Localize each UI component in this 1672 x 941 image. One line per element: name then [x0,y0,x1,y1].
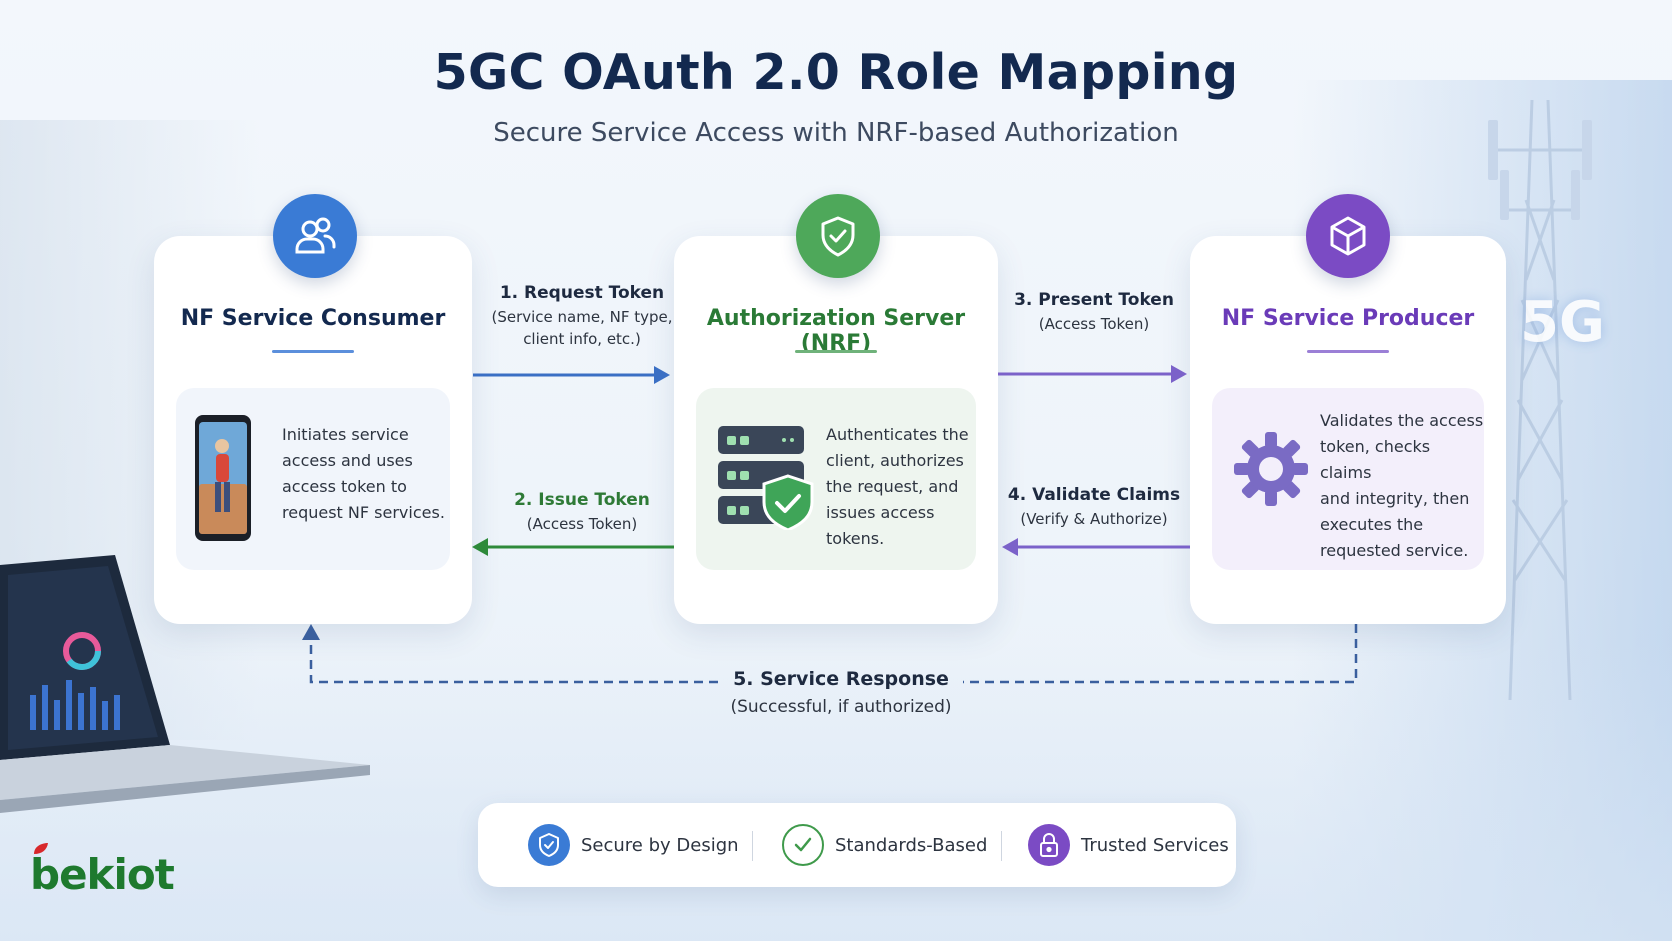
feature-separator [752,831,753,861]
feature-trusted-services: Trusted Services [1028,823,1229,867]
step3-label: 3. Present Token (Access Token) [998,290,1190,335]
smartphone-icon [195,415,251,541]
arrow-step1 [473,366,670,384]
auth-server-divider [795,350,877,353]
step5-detail: (Successful, if authorized) [730,697,952,717]
auth-server-description: Authenticates the client, authorizes the… [826,422,976,552]
step3-detail: (Access Token) [1038,315,1150,333]
feature-secure-by-design: Secure by Design [528,823,739,867]
auth-server-description-line: issues access tokens. [826,503,935,548]
consumer-title: NF Service Consumer [180,306,446,331]
step2-title: 2. Issue Token [514,490,650,510]
producer-description-line: token, checks claims [1320,437,1431,482]
cube-icon [1330,216,1366,256]
auth-server-card: Authorization Server (NRF) Authenticates… [674,236,998,624]
feature-icon-badge [528,824,570,866]
producer-description-line: executes the [1320,515,1424,534]
consumer-description: Initiates service access and uses access… [282,422,445,526]
step3-title: 3. Present Token [1014,290,1174,310]
arrow-step4 [1002,538,1190,556]
step1-detail-line: client info, etc.) [523,330,641,348]
shield-check-icon [821,216,855,257]
auth-server-description-line: client, authorizes [826,451,964,470]
producer-title: NF Service Producer [1221,306,1475,331]
laptop-illustration [0,555,370,813]
feature-label: Trusted Services [1081,834,1229,856]
page-subtitle: Secure Service Access with NRF-based Aut… [493,118,1179,148]
lock-icon [1040,833,1058,857]
step1-detail-line: (Service name, NF type, [491,308,673,326]
auth-server-description-line: the request, and [826,477,959,496]
step4-label: 4. Validate Claims (Verify & Authorize) [998,485,1190,530]
feature-label: Standards-Based [835,834,988,856]
logo-leaf-icon [34,843,48,854]
consumer-description-line: access token to [282,477,407,496]
step2-label: 2. Issue Token (Access Token) [473,490,691,535]
feature-icon-badge [1028,824,1070,866]
consumer-card: NF Service Consumer Initiates service ac… [154,236,472,624]
consumer-description-line: request NF services. [282,503,445,522]
features-bar: Secure by Design Standards-Based Trusted… [478,803,1236,887]
shield-icon [539,833,559,857]
brand-logo: bekiot [30,843,175,899]
producer-description-line: and integrity, then [1320,489,1470,508]
producer-icon-badge [1306,194,1390,278]
step1-label: 1. Request Token (Service name, NF type,… [473,283,691,350]
producer-card: NF Service Producer Validates the a [1190,236,1506,624]
server-shield-icon [718,426,814,530]
arrow-step5 [302,624,1358,684]
step4-detail: (Verify & Authorize) [1020,510,1168,528]
producer-description: Validates the access token, checks claim… [1320,408,1484,564]
background-floor-gradient [0,641,1672,941]
producer-description-line: Validates the access [1320,411,1484,430]
tower-5g-label: 5G [1520,290,1605,355]
step5-title: 5. Service Response [733,668,949,690]
consumer-icon-badge [273,194,357,278]
feature-label: Secure by Design [581,834,739,856]
page-title: 5GC OAuth 2.0 Role Mapping [433,44,1239,101]
check-circle-icon [794,837,812,852]
arrow-step3 [998,365,1187,383]
feature-standards-based: Standards-Based [782,823,987,867]
cell-tower-illustration [1488,99,1592,700]
gear-icon [1234,432,1308,506]
auth-server-info-panel: Authenticates the client, authorizes the… [696,388,976,570]
step2-detail: (Access Token) [526,515,638,533]
users-icon [295,217,336,254]
step1-title: 1. Request Token [499,283,665,303]
consumer-description-line: access and uses [282,451,413,470]
producer-description-line: requested service. [1320,541,1469,560]
step4-title: 4. Validate Claims [1007,485,1181,505]
consumer-info-panel: Initiates service access and uses access… [176,388,450,570]
feature-icon-badge [782,824,824,866]
logo-text: bekiot [30,850,175,899]
producer-info-panel: Validates the access token, checks claim… [1212,388,1484,570]
step5-label: 5. Service Response (Successful, if auth… [720,668,962,718]
producer-divider [1307,350,1389,353]
consumer-divider [272,350,354,353]
auth-server-description-line: Authenticates the [826,425,969,444]
consumer-description-line: Initiates service [282,425,409,444]
feature-separator [1001,831,1002,861]
arrow-step2 [472,538,674,556]
auth-server-icon-badge [796,194,880,278]
